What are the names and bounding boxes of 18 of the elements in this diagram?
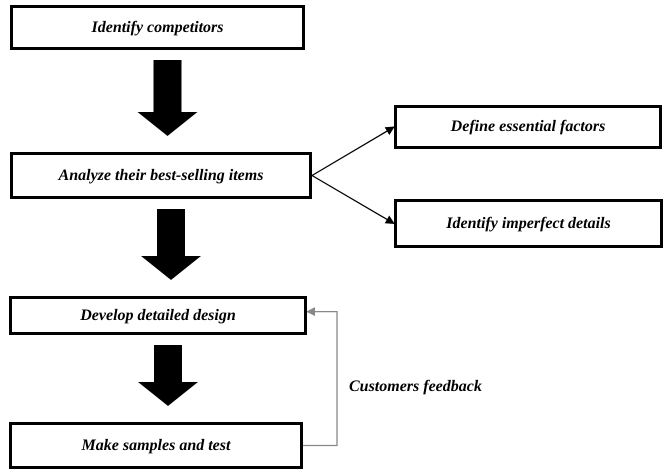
box-label: Make samples and test	[82, 436, 230, 456]
box-label: Develop detailed design	[80, 306, 236, 326]
process-box	[10, 5, 305, 50]
block-arrow	[138, 60, 198, 136]
box-label: Identify imperfect details	[446, 214, 611, 234]
process-box	[9, 422, 303, 469]
block-arrow	[138, 345, 198, 406]
box-label: Analyze their best-selling items	[58, 166, 264, 186]
arrow	[303, 307, 338, 446]
process-box	[10, 152, 312, 199]
arrow	[312, 126, 395, 176]
process-box	[9, 296, 307, 335]
block-arrow	[141, 209, 201, 280]
process-box	[394, 105, 662, 149]
box-label: Identify competitors	[92, 18, 224, 38]
process-box	[394, 199, 663, 248]
box-label: Define essential factors	[450, 117, 606, 137]
arrow	[312, 174, 395, 224]
